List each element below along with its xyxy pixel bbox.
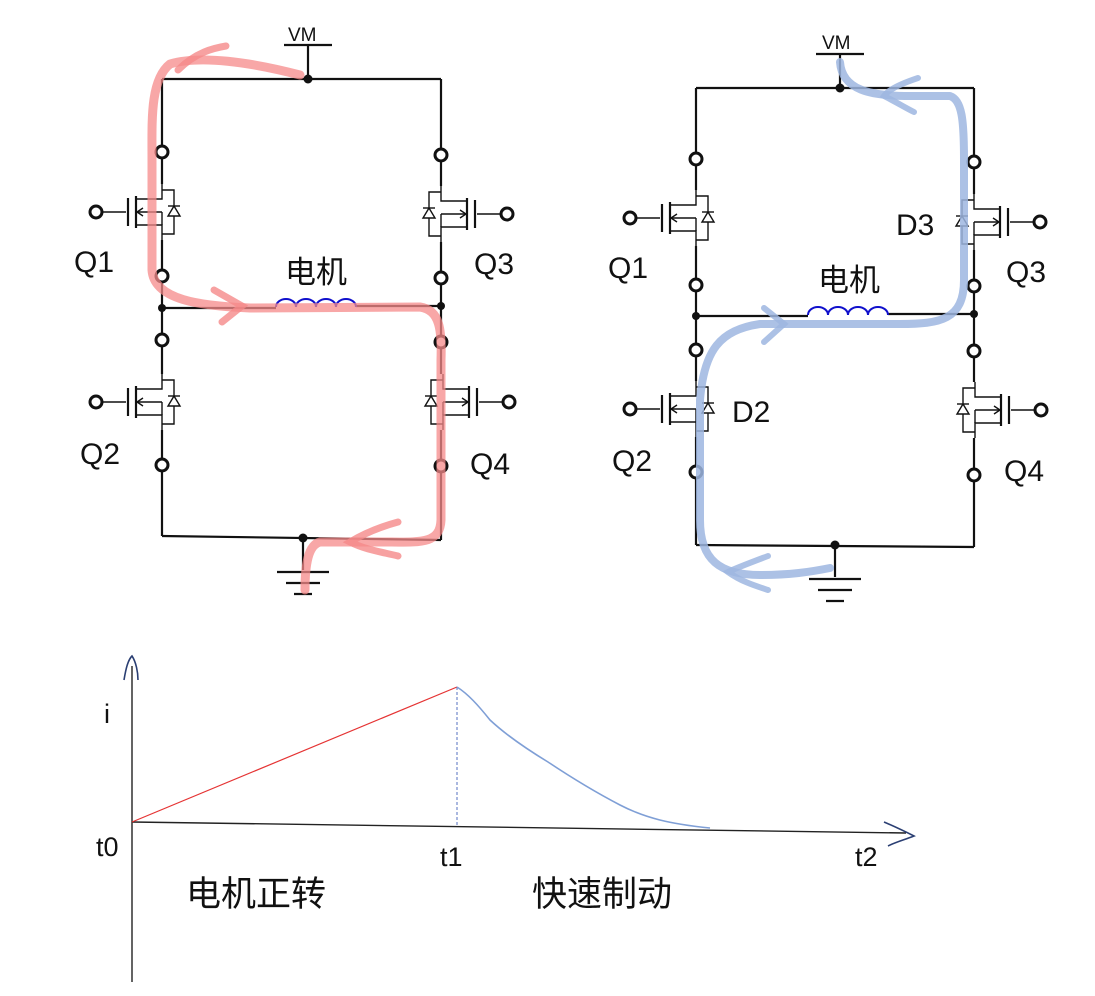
left-q2-label: Q2 xyxy=(80,438,120,471)
left-q4-label: Q4 xyxy=(470,448,510,481)
right-vm-label: VM xyxy=(822,33,851,54)
left-q3-label: Q3 xyxy=(474,248,514,281)
left-q1-label: Q1 xyxy=(74,246,114,279)
x-axis-arrow xyxy=(883,821,916,847)
brake-current-path xyxy=(696,58,968,579)
right-q3-label: Q3 xyxy=(1006,256,1046,289)
right-q1-label: Q1 xyxy=(608,252,648,285)
right-q2-label: Q2 xyxy=(612,445,652,478)
tick-t1: t1 xyxy=(440,842,463,872)
tick-t0: t0 xyxy=(96,832,119,862)
current-time-graph: i t0 t1 t2 电机正转 快速制动 xyxy=(96,654,916,982)
left-vm-label: VM xyxy=(288,25,317,46)
forward-current-rise-line xyxy=(131,686,458,823)
right-q4-label: Q4 xyxy=(1004,455,1044,488)
y-axis-arrow xyxy=(123,654,139,681)
brake-current-decay-curve xyxy=(456,686,711,829)
right-motor-label: 电机 xyxy=(818,263,880,298)
tick-t2: t2 xyxy=(855,842,878,872)
forward-current-path xyxy=(147,55,446,595)
right-d3-label: D3 xyxy=(896,209,934,242)
y-axis-label: i xyxy=(104,699,110,729)
right-d2-label: D2 xyxy=(732,396,770,429)
phase-brake-label: 快速制动 xyxy=(532,875,672,914)
right-motor-coil xyxy=(807,306,889,316)
left-h-bridge-circuit: VM xyxy=(74,25,517,596)
right-h-bridge-circuit: VM xyxy=(608,33,1049,603)
left-motor-label: 电机 xyxy=(285,255,347,290)
phase-forward-label: 电机正转 xyxy=(186,875,326,914)
